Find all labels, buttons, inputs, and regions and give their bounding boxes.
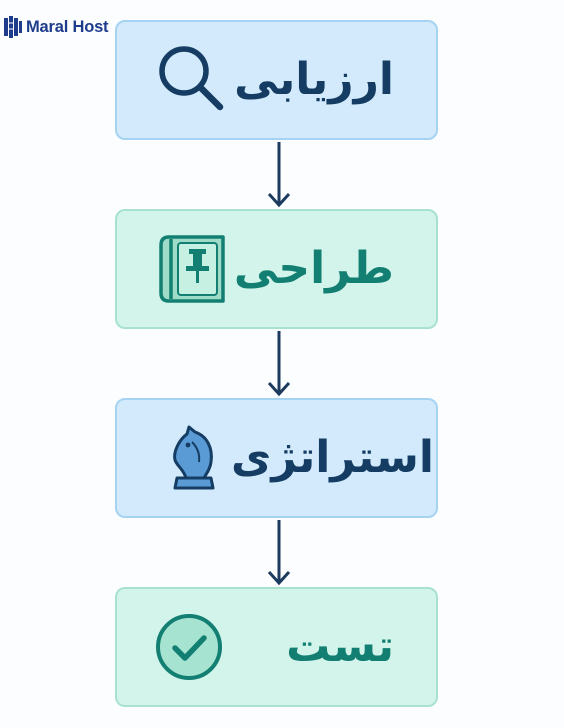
brand-logo: Maral Host xyxy=(3,14,109,40)
magnifier-icon xyxy=(151,40,231,120)
step-test: تست xyxy=(115,587,438,707)
step-strategy: استراتژی xyxy=(115,398,438,518)
blueprint-book-icon xyxy=(151,229,231,309)
step-label: استراتژی xyxy=(231,432,434,483)
brand-name: Maral Host xyxy=(26,17,109,36)
step-design: طراحی xyxy=(115,209,438,329)
arrow-down-icon xyxy=(267,331,291,397)
step-label: ارزیابی xyxy=(234,54,394,105)
server-logo-icon xyxy=(4,16,22,38)
chess-knight-icon xyxy=(151,418,231,498)
arrow-down-icon xyxy=(267,520,291,586)
step-label: تست xyxy=(286,621,394,672)
check-circle-icon xyxy=(151,607,231,687)
step-label: طراحی xyxy=(233,243,394,294)
arrow-down-icon xyxy=(267,142,291,208)
step-assessment: ارزیابی xyxy=(115,20,438,140)
